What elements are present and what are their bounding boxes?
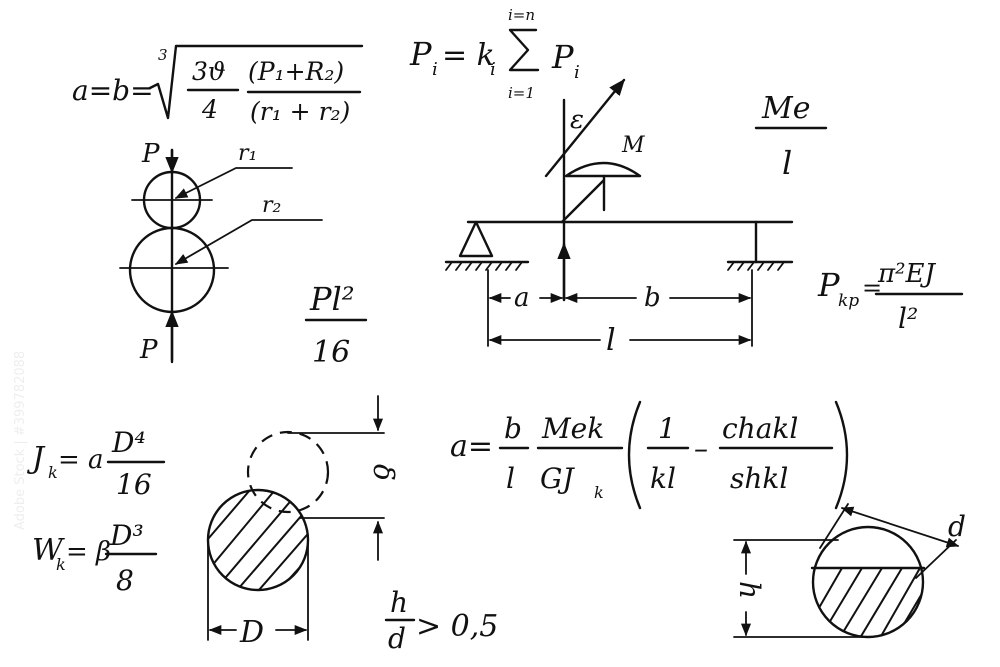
k-sub: i	[490, 59, 496, 80]
denominator-left: 4	[201, 95, 218, 124]
jk-sub: k	[48, 463, 58, 482]
me-numerator: Me	[761, 91, 810, 126]
root-sign	[148, 44, 364, 120]
pkp-sub: kp	[838, 291, 859, 311]
label-p-bottom: P	[139, 335, 158, 365]
f2-den: GJ	[540, 462, 575, 495]
epsilon-line-lower	[560, 178, 606, 224]
f2-num: Mek	[541, 412, 604, 445]
f1-num: b	[504, 412, 522, 445]
f1-den: l	[506, 462, 515, 495]
label-epsilon: ε	[570, 105, 584, 135]
label-r1: r₁	[238, 141, 257, 166]
denominator-right: (r₁ + r₂)	[250, 97, 350, 126]
formula-ratio: h d > 0,5	[384, 586, 498, 655]
label-m: M	[621, 133, 645, 158]
f4-den: shkl	[730, 462, 788, 495]
sum-term: P	[551, 38, 574, 76]
ratio-rest: > 0,5	[416, 609, 498, 644]
dim-d-ext-left	[819, 503, 849, 549]
label-h: h	[733, 581, 766, 599]
shaft-section-d: δ D	[206, 395, 400, 650]
formula-wk: W k = β D³ 8	[32, 519, 158, 597]
ratio-num: h	[390, 586, 408, 619]
dim-d-line	[840, 506, 960, 548]
numerator-right: (P₁+R₂)	[248, 57, 344, 86]
f4-num: chakl	[722, 412, 798, 445]
formula-critical-load: P kp = π²EJ l²	[817, 259, 964, 335]
f3-num: 1	[658, 412, 676, 445]
jk-numerator: D⁴	[111, 426, 146, 459]
formula-twist-angle: a= b l Mek GJ k 1 kl – chakl shkl	[450, 400, 849, 510]
label-d: d	[948, 510, 966, 543]
sum-lower: i=1	[508, 84, 535, 102]
ground-hatch-right	[727, 261, 785, 271]
f3-den: kl	[650, 462, 676, 495]
leader-r2	[174, 219, 323, 265]
side-watermark: Adobe Stock | #399782088	[13, 351, 28, 530]
label-l: l	[606, 323, 616, 358]
pkp-numerator: π²EJ	[877, 259, 936, 289]
moment-wheel	[564, 161, 642, 178]
pkp-denominator: l²	[898, 302, 918, 335]
jk-denominator: 16	[116, 468, 152, 501]
dim-d-ext-right	[915, 539, 957, 579]
sum-eq: = k	[442, 38, 495, 73]
pl2-denominator: 16	[312, 335, 350, 370]
beam-diagram: ε M a b l	[444, 78, 794, 358]
angle-lhs: a=	[450, 429, 493, 464]
wk-sub: k	[56, 555, 66, 574]
minus: –	[694, 432, 708, 465]
f2-den-sub: k	[594, 483, 604, 502]
displaced-circle-dashed	[246, 430, 330, 514]
paren-right	[834, 400, 849, 510]
wk-coef: = β	[66, 537, 111, 567]
wk-numerator: D³	[109, 519, 144, 552]
formula-pl2-over-16: Pl² 16	[304, 280, 368, 370]
sum-upper: i=n	[508, 6, 535, 24]
sum-term-sub: i	[574, 62, 580, 83]
me-denominator: l	[782, 144, 792, 182]
sum-lhs-sub: i	[432, 59, 438, 80]
formula-jk: J k = a D⁴ 16	[26, 426, 166, 501]
wk-lhs: W	[32, 533, 65, 568]
label-D: D	[239, 615, 264, 650]
label-b: b	[644, 283, 661, 313]
two-cylinders-diagram: P P r₁ r₂	[119, 139, 323, 365]
numerator-left: 3ϑ	[192, 57, 226, 86]
formula-me-over-l: Me l	[754, 91, 828, 182]
jk-coef: = a	[58, 445, 104, 475]
label-r2: r₂	[262, 193, 281, 218]
segment-section-diagram: h d	[733, 503, 966, 639]
label-a: a	[514, 283, 530, 313]
formula-load-sum: P i = k i i=n i=1 P i	[409, 6, 580, 102]
formula-contact-radius: a=b= 3 3ϑ 4 (P₁+R₂) (r₁ + r₂)	[72, 44, 364, 126]
ground-hatch-left	[445, 261, 523, 271]
pin-support	[458, 220, 494, 258]
epsilon-arrow	[544, 78, 626, 178]
paren-left	[627, 400, 642, 510]
sum-lhs: P	[409, 35, 432, 73]
leader-r1	[174, 167, 293, 199]
pl2-numerator: Pl²	[309, 280, 355, 318]
ratio-den: d	[388, 622, 406, 655]
label-p-top: P	[141, 139, 160, 169]
sigma-sign	[508, 28, 540, 72]
label-delta: δ	[367, 464, 400, 481]
root-index: 3	[158, 46, 168, 64]
hatching	[208, 490, 308, 590]
wk-denominator: 8	[116, 564, 134, 597]
jk-lhs: J	[26, 441, 46, 476]
pkp-lhs: P	[817, 266, 840, 304]
formula-lhs: a=b=	[72, 74, 154, 107]
